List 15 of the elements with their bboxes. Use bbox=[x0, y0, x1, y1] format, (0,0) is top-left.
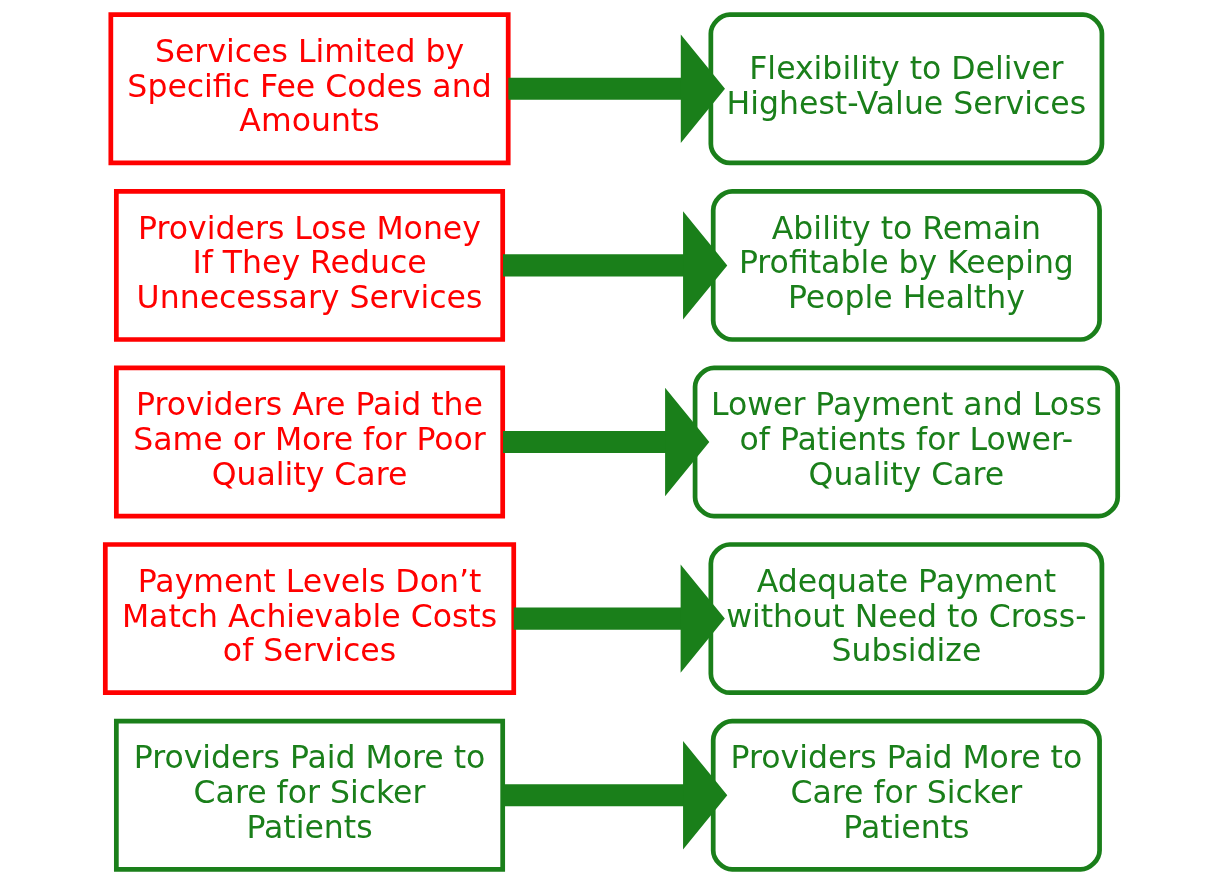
node-box: Providers Paid More to Care for Sicker Patients bbox=[113, 718, 505, 872]
node-box: Adequate Payment without Need to Cross-Subsidize bbox=[708, 542, 1104, 696]
arrow bbox=[502, 211, 727, 320]
arrow bbox=[502, 387, 709, 497]
node-box: Flexibility to Deliver Highest-Value Services bbox=[708, 12, 1104, 166]
node-box: Lower Payment and Loss of Patients for Lower-Quality Care bbox=[692, 365, 1120, 519]
arrow bbox=[513, 564, 725, 673]
arrow bbox=[502, 741, 727, 850]
node-box: Providers Paid More to Care for Sicker Patients bbox=[710, 718, 1102, 872]
node-box: Payment Levels Don’t Match Achievable Costs of Services bbox=[102, 542, 516, 696]
arrow bbox=[507, 34, 725, 143]
node-box: Services Limited by Specific Fee Codes and Amounts bbox=[107, 12, 511, 166]
node-box: Providers Lose Money If They Reduce Unnecessary Services bbox=[113, 188, 505, 342]
node-box: Providers Are Paid the Same or More for Poor Quality Care bbox=[113, 365, 505, 519]
node-box: Ability to Remain Profitable by Keeping People Healthy bbox=[710, 188, 1102, 342]
